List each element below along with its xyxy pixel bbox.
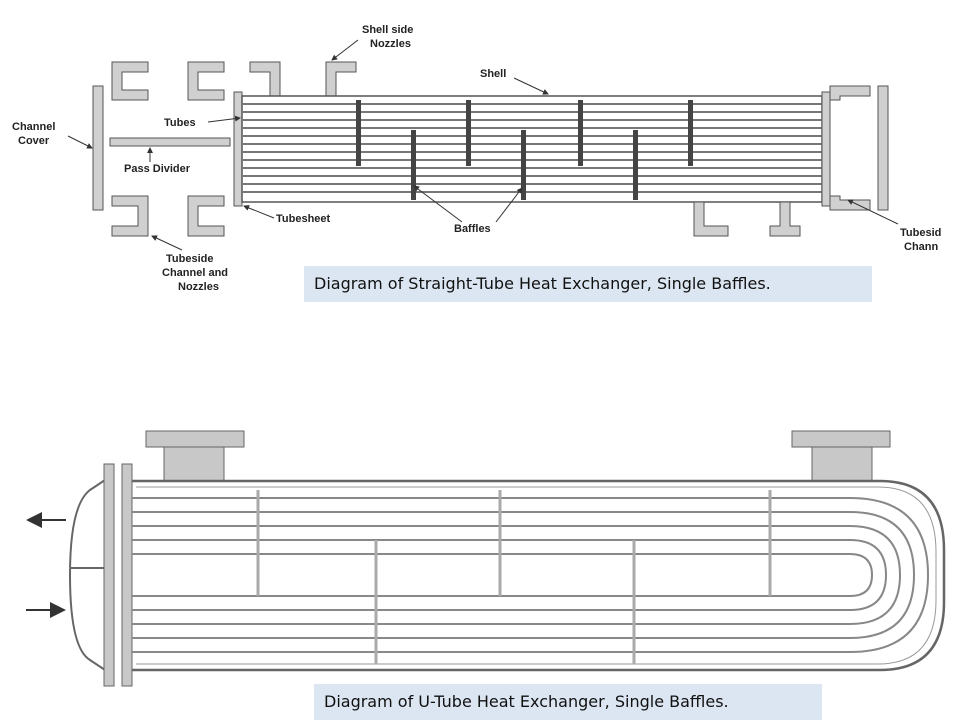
u-nozzle-left-flange xyxy=(145,430,245,448)
u-nozzle-left-neck xyxy=(163,446,225,482)
baffles xyxy=(356,100,693,200)
channel-nozzle-top-right xyxy=(187,61,225,101)
channel-cover-plate xyxy=(92,85,104,211)
label-channel-cover-2: Cover xyxy=(18,135,50,147)
right-channel-top xyxy=(829,85,871,101)
label-channel-cover: Channel xyxy=(12,121,55,133)
shell-nozzle-bottom-left xyxy=(693,201,729,237)
u-shell xyxy=(128,479,946,672)
channel-nozzle-top-left xyxy=(111,61,149,101)
u-channel-flange-left xyxy=(103,463,115,687)
u-baffles xyxy=(256,490,772,664)
u-nozzle-right-flange xyxy=(791,430,891,448)
right-tubesheet xyxy=(821,91,831,207)
caption-u-tube: Diagram of U-Tube Heat Exchanger, Single… xyxy=(314,684,822,720)
u-tube-bundle xyxy=(132,497,930,653)
label-tubeside-channel-nozzles-2: Channel and xyxy=(162,267,228,279)
u-channel-head xyxy=(68,476,109,674)
label-baffles: Baffles xyxy=(454,223,491,235)
caption-straight-tube: Diagram of Straight-Tube Heat Exchanger,… xyxy=(304,266,872,302)
u-tubesheet xyxy=(121,463,133,687)
label-pass-divider: Pass Divider xyxy=(124,163,191,175)
label-shell-side-nozzles-2: Nozzles xyxy=(370,38,411,50)
label-tubesheet: Tubesheet xyxy=(276,213,331,225)
channel-nozzle-bottom-right xyxy=(187,195,225,237)
label-tubeside-channel-2: Chann xyxy=(904,241,939,253)
shell-nozzle-bottom-right xyxy=(769,201,801,237)
u-nozzle-right-neck xyxy=(811,446,873,482)
pass-divider-plate xyxy=(109,137,231,147)
straight-tube-diagram: Shell side Nozzles Shell Channel Cover T… xyxy=(12,24,941,293)
tubesheet xyxy=(233,91,243,207)
label-tubeside-channel-nozzles: Tubeside xyxy=(166,253,213,265)
right-channel-cover xyxy=(877,85,889,211)
tube-bundle xyxy=(242,103,822,193)
label-shell-side-nozzles: Shell side xyxy=(362,24,413,36)
label-tubeside-channel: Tubesid xyxy=(900,227,941,239)
label-shell: Shell xyxy=(480,68,506,80)
channel-nozzle-bottom-left xyxy=(111,195,149,237)
label-tubes: Tubes xyxy=(164,117,196,129)
label-tubeside-channel-nozzles-3: Nozzles xyxy=(178,281,219,293)
